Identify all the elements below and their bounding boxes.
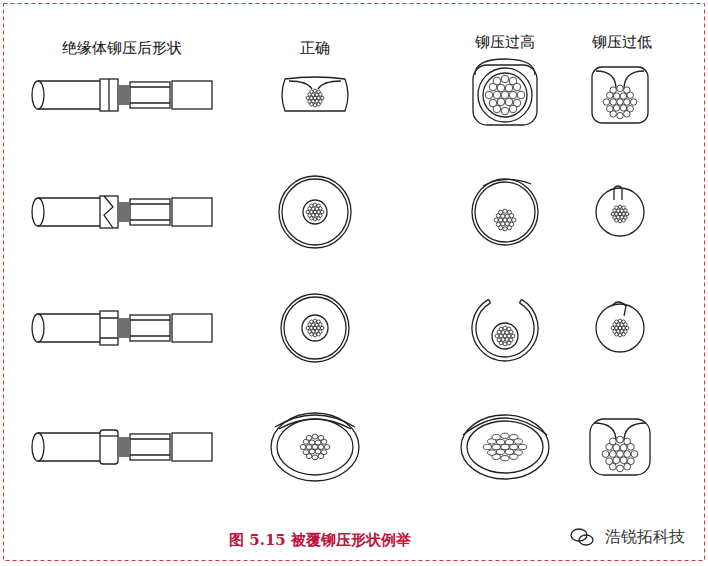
low-section (596, 302, 644, 352)
side-view (32, 311, 212, 345)
high-section (472, 179, 538, 245)
correct-section (271, 413, 359, 481)
low-section (590, 419, 650, 475)
low-section (596, 186, 644, 236)
correct-section (281, 294, 349, 362)
side-view (32, 79, 212, 111)
watermark-icon (571, 529, 593, 545)
side-view (32, 196, 212, 228)
high-section (473, 59, 537, 125)
low-section (592, 67, 648, 123)
high-section (461, 415, 549, 479)
correct-section (279, 176, 351, 248)
side-view (32, 430, 212, 464)
column-header: 铆压过低 (592, 33, 652, 51)
dashed-frame (4, 4, 705, 561)
column-header: 正确 (300, 39, 330, 57)
watermark: 浩锐拓科技 (605, 527, 685, 546)
high-section (472, 299, 538, 361)
column-header: 绝缘体铆压后形状 (62, 39, 182, 57)
correct-section (282, 77, 348, 111)
column-header: 铆压过高 (475, 33, 535, 51)
figure-caption: 图 5.15 被覆铆压形状例举 (229, 531, 411, 549)
